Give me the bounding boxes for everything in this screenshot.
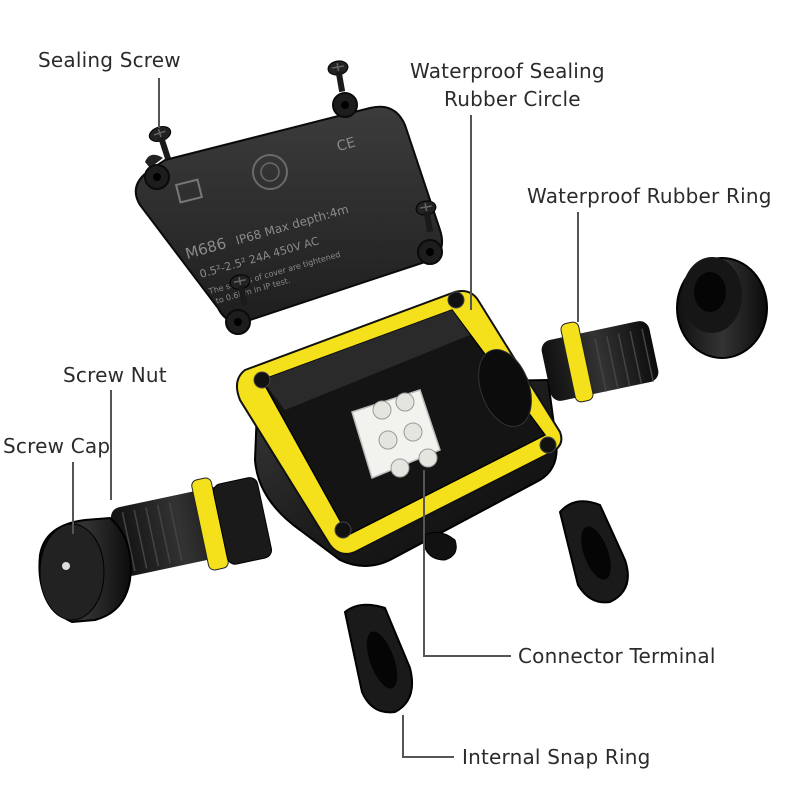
snap-ring-bottom xyxy=(343,603,414,714)
leader-screw-nut xyxy=(110,390,112,500)
label-snap-ring: Internal Snap Ring xyxy=(462,745,651,769)
label-sealing-rubber-line2: Rubber Circle xyxy=(444,87,581,111)
leader-screw-cap xyxy=(72,462,74,534)
label-rubber-ring: Waterproof Rubber Ring xyxy=(527,184,772,208)
leader-snap-ring-v xyxy=(402,715,404,757)
right-screw-cap xyxy=(676,257,768,359)
left-screw-cap xyxy=(38,516,132,624)
label-sealing-screw: Sealing Screw xyxy=(38,48,181,72)
housing-cover: M686 IP68 Max depth:4m 0.5²-2.5² 24A 450… xyxy=(134,92,444,335)
connector-terminal-block xyxy=(351,389,441,480)
leader-sealing-rubber xyxy=(470,115,472,310)
left-cable-gland xyxy=(111,477,273,576)
label-sealing-rubber-line1: Waterproof Sealing xyxy=(410,59,605,83)
label-connector-terminal: Connector Terminal xyxy=(518,644,716,668)
label-screw-nut: Screw Nut xyxy=(63,363,167,387)
leader-connector-terminal-h xyxy=(423,655,511,657)
right-cable-gland xyxy=(541,321,659,403)
label-screw-cap: Screw Cap xyxy=(3,434,111,458)
snap-ring-right xyxy=(558,500,629,604)
leader-connector-terminal-v xyxy=(423,470,425,656)
leader-sealing-screw xyxy=(158,78,160,128)
sealing-screws xyxy=(148,60,437,307)
cover-ce-mark: CE xyxy=(335,135,357,156)
leader-snap-ring-h xyxy=(402,756,454,758)
leader-rubber-ring xyxy=(577,212,579,322)
